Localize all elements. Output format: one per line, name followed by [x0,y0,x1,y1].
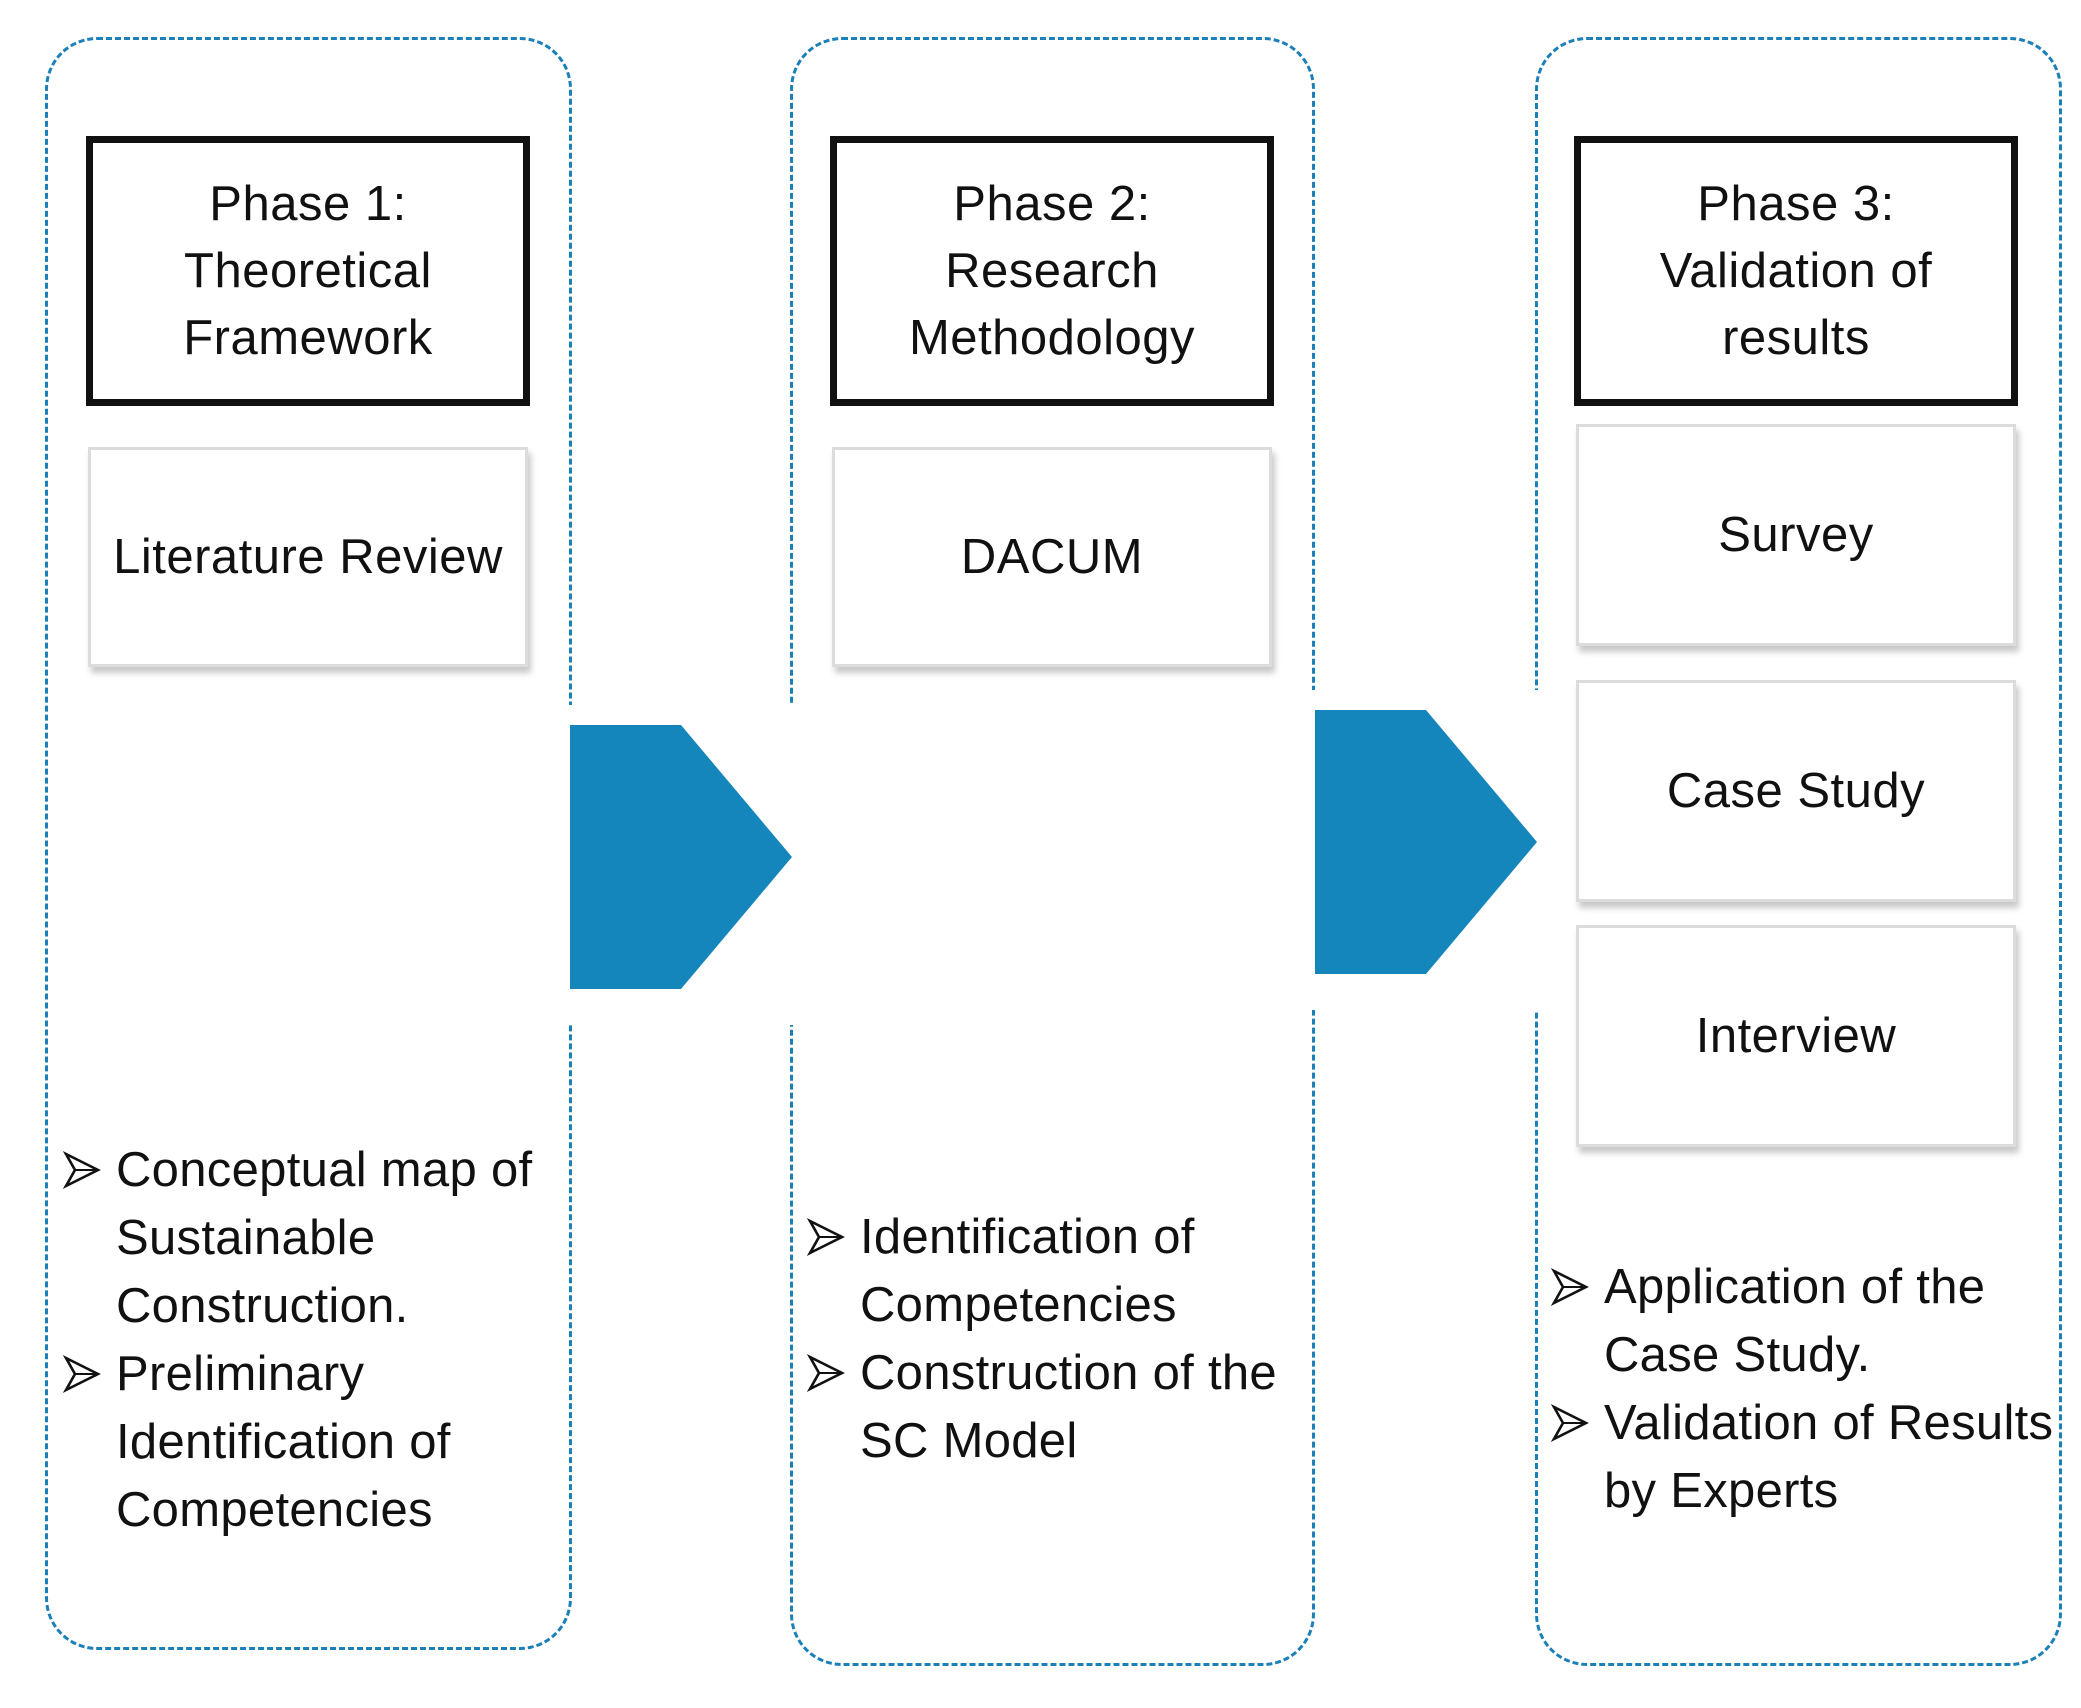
list-item: Construction of the SC Model [806,1339,1326,1475]
method-label: Interview [1695,1009,1897,1063]
phase-1-title-box: Phase 1: Theoretical Framework [86,136,530,406]
phase-title-line: results [1722,310,1870,365]
chevron-pentagon-arrow-icon [1315,710,1537,974]
list-item: Application of the Case Study. [1550,1253,2070,1389]
phase-title-line: Theoretical [184,243,432,298]
method-dacum: DACUM [832,447,1272,667]
outline-arrow-bullet-icon [62,1354,101,1394]
method-label: Survey [1718,508,1874,562]
outline-arrow-bullet-icon [62,1150,101,1190]
phase-title-line: Research [945,243,1159,298]
method-interview: Interview [1576,925,2016,1147]
outline-arrow-bullet-icon [1550,1267,1589,1307]
method-label: Case Study [1666,764,1926,818]
chevron-pentagon-arrow-icon [570,725,792,989]
method-literature-review: Literature Review [88,447,528,667]
phase-title-line: Framework [183,310,433,365]
list-item: Preliminary Identification of Competenci… [62,1340,562,1544]
phase-title-line: Phase 3: [1697,176,1895,231]
phase-title-line: Phase 1: [209,176,407,231]
method-label: DACUM [960,530,1144,584]
phase-title-line: Phase 2: [953,176,1151,231]
list-item: Validation of Results by Experts [1550,1389,2070,1525]
method-label: Literature Review [113,530,503,584]
phase-2-title-box: Phase 2: Research Methodology [830,136,1274,406]
phase-2-outcomes: Identification of Competencies Construct… [806,1203,1326,1475]
method-case-study: Case Study [1576,680,2016,902]
method-survey: Survey [1576,424,2016,646]
flow-arrow-2-to-3 [1305,690,1550,1010]
list-item: Identification of Competencies [806,1203,1326,1339]
outline-arrow-bullet-icon [806,1353,845,1393]
phase-3-outcomes: Application of the Case Study. Validatio… [1550,1253,2070,1525]
phase-3-title-box: Phase 3: Validation of results [1574,136,2018,406]
phase-1-outcomes: Conceptual map of Sustainable Constructi… [62,1136,562,1544]
phase-title-line: Methodology [908,310,1196,365]
outline-arrow-bullet-icon [1550,1403,1589,1443]
outline-arrow-bullet-icon [806,1217,845,1257]
phase-title-line: Validation of [1659,243,1933,298]
flow-arrow-1-to-2 [560,705,805,1025]
list-item: Conceptual map of Sustainable Constructi… [62,1136,562,1340]
